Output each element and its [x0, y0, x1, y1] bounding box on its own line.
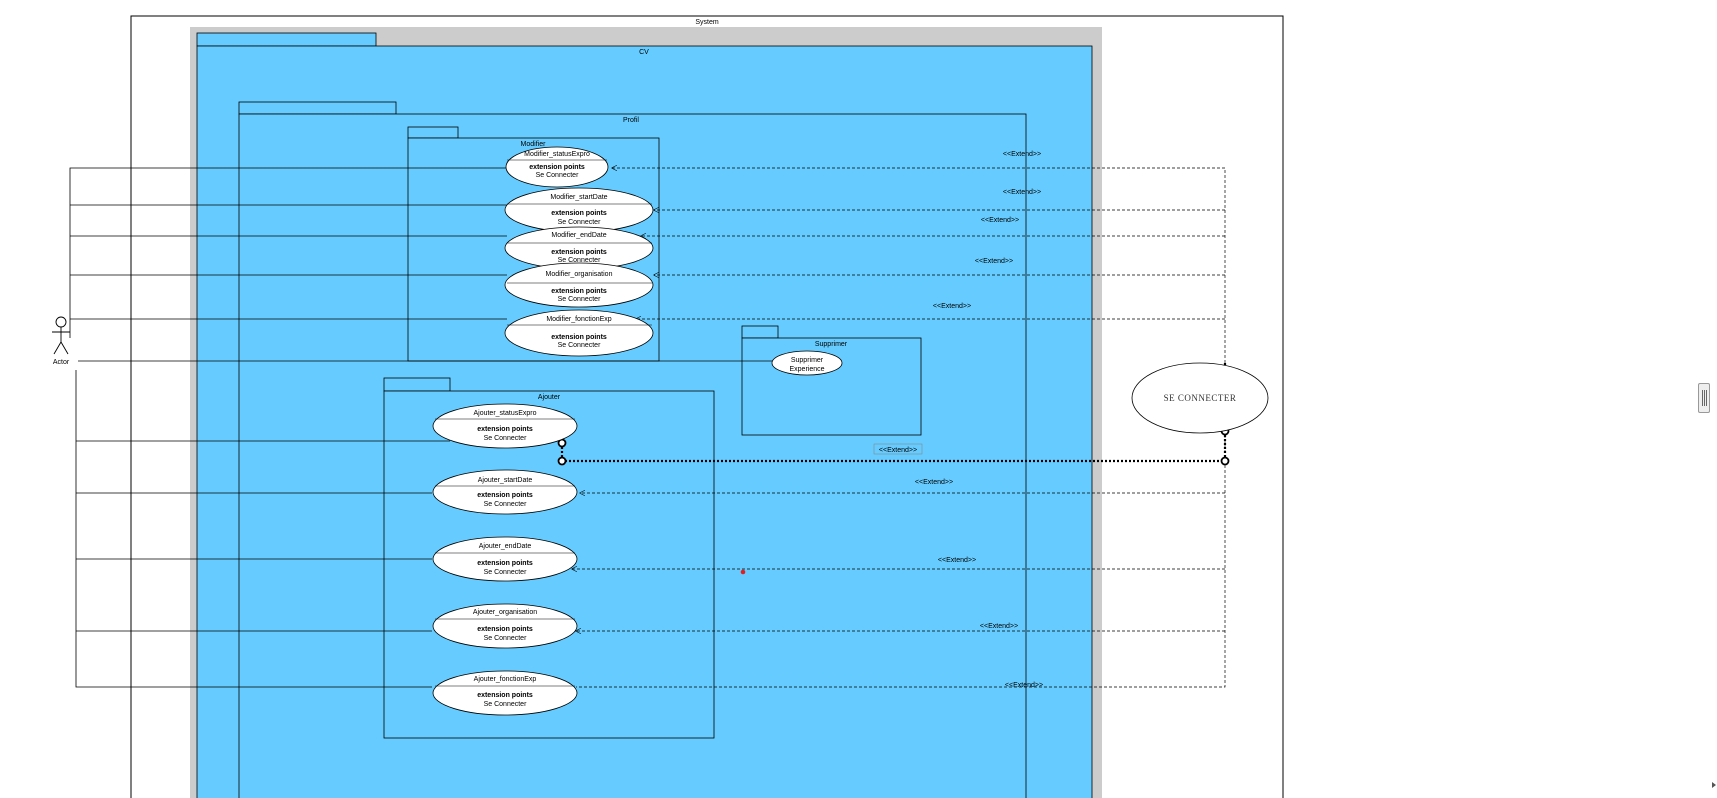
extension-points-title: extension points — [477, 626, 533, 633]
system-label: System — [695, 19, 719, 26]
extend-label: <<Extend>> — [915, 479, 953, 486]
assoc-modifier-statusexpro — [69, 167, 507, 338]
extension-points-title: extension points — [551, 288, 607, 295]
extension-point: Se Connecter — [558, 257, 601, 264]
scroll-right-arrow-icon[interactable] — [1712, 782, 1716, 788]
extension-point: Se Connecter — [484, 435, 527, 442]
use-case-name: Ajouter_startDate — [478, 477, 533, 484]
extension-points-title: extension points — [477, 560, 533, 567]
extension-points-title: extension points — [477, 692, 533, 699]
package-supprimer[interactable]: Supprimer — [741, 325, 922, 436]
use-case-name: Modifier_organisation — [546, 271, 613, 278]
extend-label: <<Extend>> — [1005, 682, 1043, 689]
use-case-ajouter-startdate[interactable]: Ajouter_startDate extension points Se Co… — [432, 469, 578, 515]
use-case-name: Ajouter_fonctionExp — [474, 676, 537, 683]
use-case-name-line2: Experience — [789, 366, 824, 373]
actor-label: Actor — [53, 359, 70, 366]
use-case-ajouter-enddate[interactable]: Ajouter_endDate extension points Se Conn… — [432, 536, 578, 582]
use-case-name: Modifier_statusExpro — [524, 151, 590, 158]
extend-label: <<Extend>> — [980, 623, 1018, 630]
extend-label: <<Extend>> — [938, 557, 976, 564]
extension-point: Se Connecter — [484, 501, 527, 508]
extend-label: <<Extend>> — [1003, 189, 1041, 196]
use-case-name: Modifier_endDate — [551, 232, 606, 239]
use-case-modifier-startdate[interactable]: Modifier_startDate extension points Se C… — [504, 187, 654, 233]
extend-label: <<Extend>> — [933, 303, 971, 310]
actor[interactable]: Actor — [52, 316, 70, 366]
profil-label: Profil — [623, 117, 639, 124]
extend-label-selected-box — [873, 443, 923, 455]
connector-handle[interactable] — [1220, 456, 1230, 466]
use-case-name: Ajouter_endDate — [479, 543, 532, 550]
extend-connectors — [572, 168, 1226, 688]
cv-label: CV — [639, 49, 649, 56]
extension-points-title: extension points — [477, 492, 533, 499]
assoc-ajouter-fonctionexp — [75, 370, 432, 688]
extend-label: <<Extend>> — [975, 258, 1013, 265]
extension-point: Se Connecter — [558, 342, 601, 349]
use-case-supprimer-experience[interactable]: Supprimer Experience — [771, 350, 843, 376]
use-case-ajouter-organisation[interactable]: Ajouter_organisation extension points Se… — [432, 603, 578, 649]
use-case-name: Modifier_fonctionExp — [546, 316, 611, 323]
extension-point: Se Connecter — [558, 296, 601, 303]
extend-label: <<Extend>> — [1003, 151, 1041, 158]
extend-label: <<Extend>> — [879, 447, 917, 454]
use-case-name-line1: Supprimer — [791, 357, 824, 364]
extension-point: Se Connecter — [484, 701, 527, 708]
extension-points-title: extension points — [551, 210, 607, 217]
se-connecter-label: SE CONNECTER — [1164, 393, 1237, 403]
extension-points-title: extension points — [529, 164, 585, 171]
use-case-name: Ajouter_organisation — [473, 609, 537, 616]
extend-line-1 — [612, 168, 1226, 363]
use-case-name: Modifier_startDate — [550, 194, 607, 201]
extension-points-title: extension points — [477, 426, 533, 433]
extension-point: Se Connecter — [484, 635, 527, 642]
extend-label: <<Extend>> — [981, 217, 1019, 224]
use-case-ajouter-fonctionexp[interactable]: Ajouter_fonctionExp extension points Se … — [432, 670, 578, 716]
use-case-modifier-statusexpro[interactable]: Modifier_statusExpro extension points Se… — [505, 146, 609, 188]
extension-points-title: extension points — [551, 249, 607, 256]
extend-line-10 — [576, 435, 1226, 688]
extension-point: Se Connecter — [558, 219, 601, 226]
use-case-modifier-organisation[interactable]: Modifier_organisation extension points S… — [504, 262, 654, 308]
use-case-se-connecter[interactable]: SE CONNECTER — [1131, 362, 1269, 434]
use-case-name: Ajouter_statusExpro — [473, 410, 536, 417]
scrollbar-thumb[interactable] — [1698, 383, 1710, 413]
extension-points-title: extension points — [551, 334, 607, 341]
modifier-label: Modifier — [521, 141, 547, 148]
use-case-ajouter-statusexpro[interactable]: Ajouter_statusExpro extension points Se … — [432, 403, 578, 449]
actor-head-icon — [55, 316, 67, 328]
ajouter-label: Ajouter — [538, 394, 561, 401]
connector-handle[interactable] — [557, 456, 567, 466]
association-lines — [69, 167, 772, 688]
extension-point: Se Connecter — [484, 569, 527, 576]
supprimer-label: Supprimer — [815, 341, 848, 348]
use-case-modifier-fonctionexp[interactable]: Modifier_fonctionExp extension points Se… — [504, 309, 654, 357]
extend-labels: <<Extend>> <<Extend>> <<Extend>> <<Exten… — [873, 151, 1043, 689]
selection-dot — [740, 569, 746, 575]
extension-point: Se Connecter — [536, 172, 579, 179]
